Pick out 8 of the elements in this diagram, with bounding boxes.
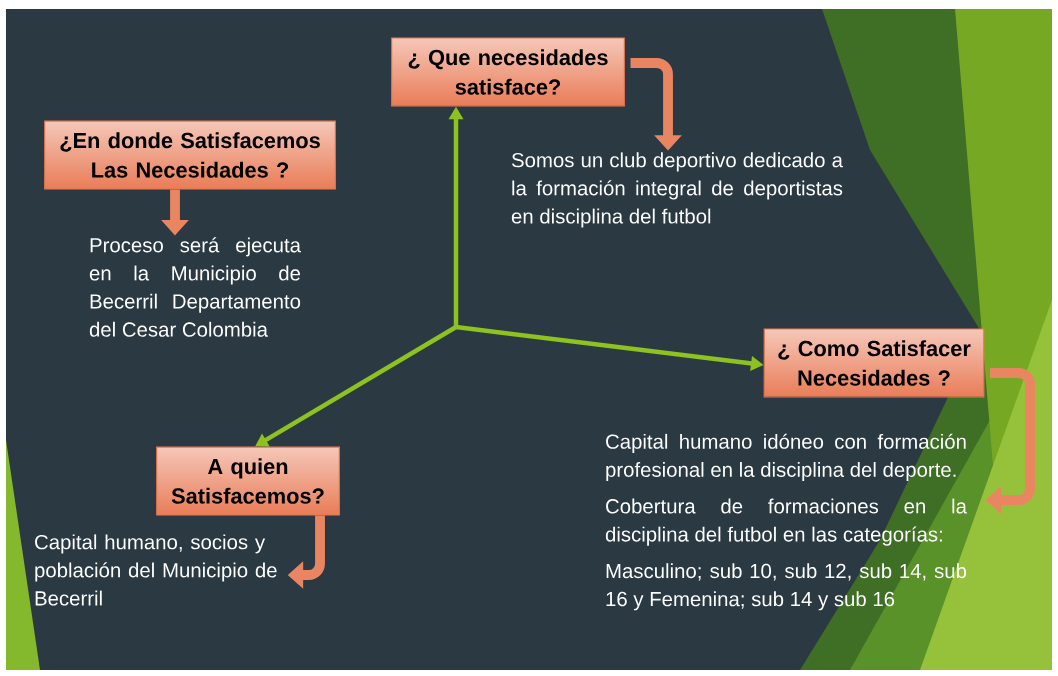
question-box: A quien Satisfacemos? (156, 446, 340, 516)
question-box: ¿ Que necesidades satisface? (391, 37, 625, 107)
body-text: Capital humano idóneo con formación profesional en la disciplina del deporte. Cobertura de formaciones en la disciplina del futbol en las categorías: Masculino; sub 10, sub 12, sub 14, sub 16 y Femenina; sub 14 y sub 16 (605, 433, 967, 611)
question-box: ¿En donde Satisfacemos Las Necesidades ? (44, 120, 336, 190)
question-box: ¿ Como Satisfacer Necesidades ? (763, 328, 985, 398)
body-text: Capital humano, socios y población del Municipio de Becerril (35, 534, 277, 606)
body-text: Proceso será ejecuta en la Municipio de Becerril Departamento del Cesar Colombia (89, 237, 301, 337)
body-text: Somos un club deportivo dedicado a la formación integral de deportistas en disciplina del futbol (511, 152, 843, 228)
